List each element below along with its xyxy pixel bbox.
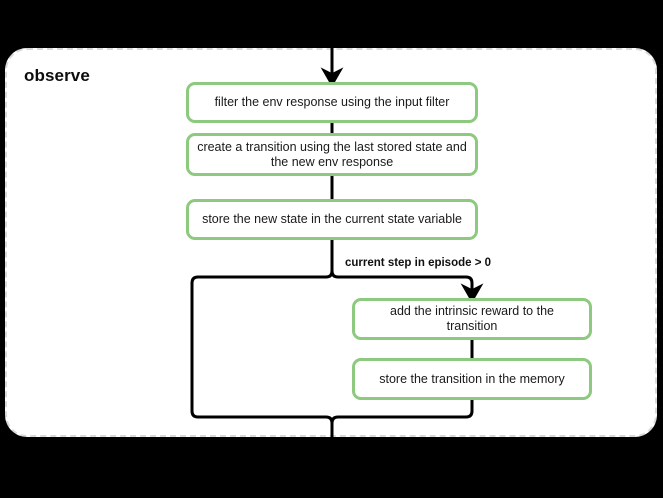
node-create-transition[interactable]: create a transition using the last store… xyxy=(186,133,478,176)
node-filter-env-response[interactable]: filter the env response using the input … xyxy=(186,82,478,123)
node-label: store the transition in the memory xyxy=(379,371,565,386)
node-label: create a transition using the last store… xyxy=(197,139,467,169)
node-label: filter the env response using the input … xyxy=(214,95,450,109)
edge-label-current-step-condition: current step in episode > 0 xyxy=(345,257,492,269)
node-label: store the new state in the current state… xyxy=(202,212,462,226)
node-add-intrinsic-reward[interactable]: add the intrinsic reward to the transiti… xyxy=(352,298,592,340)
node-store-transition-memory[interactable]: store the transition in the memory xyxy=(352,358,592,400)
node-store-new-state[interactable]: store the new state in the current state… xyxy=(186,199,478,240)
observe-group-title: observe xyxy=(24,66,90,85)
node-label: add the intrinsic reward to the transiti… xyxy=(390,304,554,333)
